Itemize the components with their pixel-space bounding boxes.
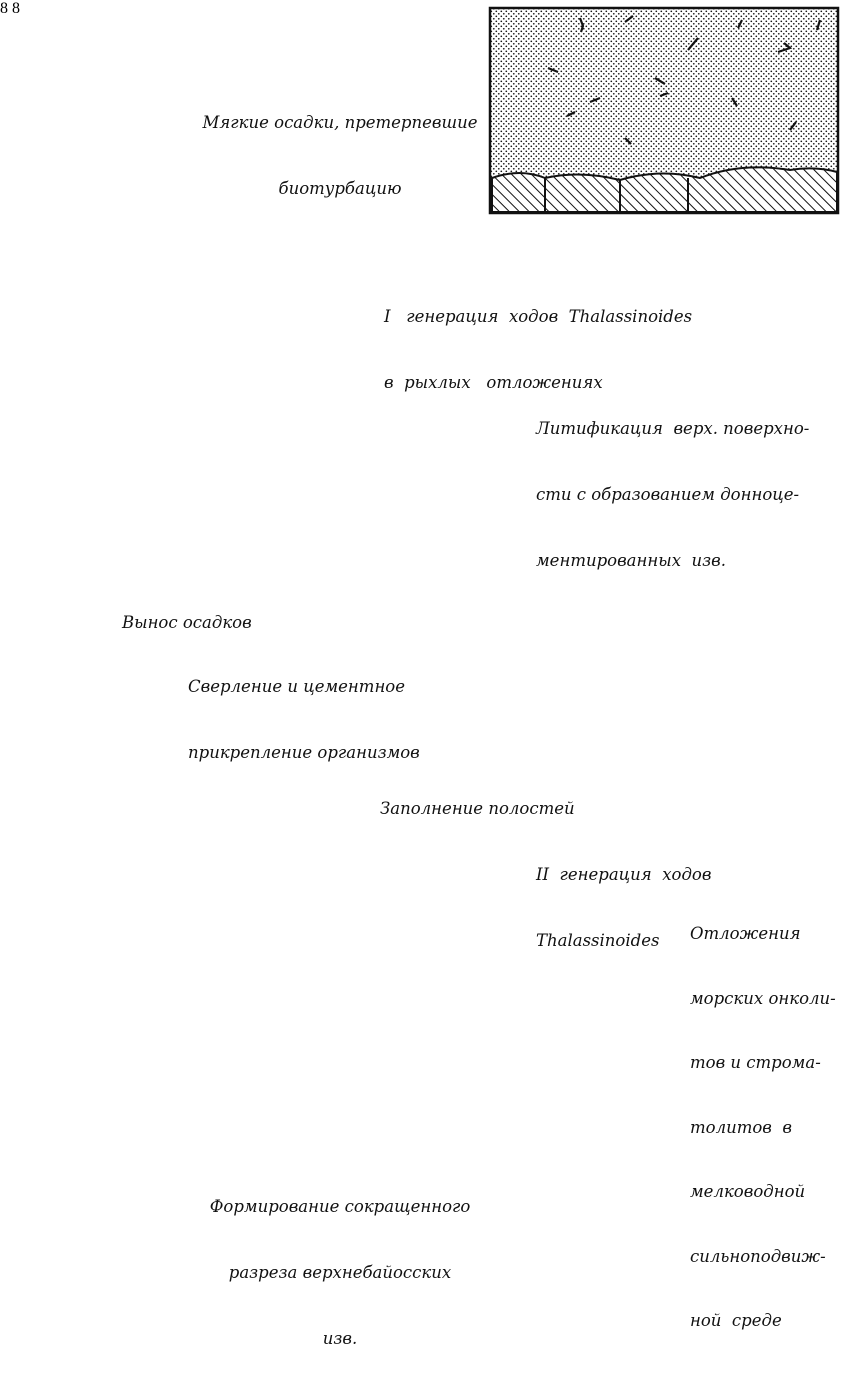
- stage-6-caption-line-1: Заполнение полостей: [380, 798, 630, 820]
- stage-5-caption-line-1: Сверление и цементное: [188, 676, 488, 698]
- stage-3-caption-line-2: сти с образованием донноце-: [536, 484, 836, 506]
- stage-8-caption-line-2: морских онколи-: [690, 988, 840, 1010]
- stage-1-caption: Мягкие осадки, претерпевшие биотурбацию: [190, 68, 490, 244]
- stage-8-caption-line-7: ной среде: [690, 1310, 840, 1332]
- stage-4-caption-line-1: Вынос осадков: [122, 612, 322, 634]
- stage-8-caption-line-4: толитов в: [690, 1117, 840, 1139]
- stage-2-caption-line-1: I генерация ходов Thalassinoides: [384, 306, 704, 328]
- stage-9-caption-line-1: Формирование сокращенного: [188, 1196, 492, 1218]
- stage-8-caption-line-1: Отложения: [690, 923, 840, 945]
- stage-3-caption: Литификация верх. поверхно- сти с образо…: [536, 374, 836, 616]
- stage-8-caption-line-5: мелководной: [690, 1181, 840, 1203]
- stage-1-caption-line-1: Мягкие осадки, претерпевшие: [190, 112, 490, 134]
- stage-9-caption-line-2: разреза верхнебайосских: [188, 1262, 492, 1284]
- stage-9-caption-line-3: изв.: [188, 1328, 492, 1350]
- stage-8-caption-line-6: сильноподвиж-: [690, 1246, 840, 1268]
- stage-1-block: [490, 8, 838, 213]
- stage-8-caption: Отложения морских онколи- тов и строма- …: [690, 880, 840, 1375]
- stage-9-caption: Формирование сокращенного разреза верхне…: [188, 1152, 492, 1394]
- stage-1-caption-line-2: биотурбацию: [190, 178, 490, 200]
- stage-8-caption-line-3: тов и строма-: [690, 1052, 840, 1074]
- stage-3-caption-line-1: Литификация верх. поверхно-: [536, 418, 836, 440]
- stage-3-caption-line-3: ментированных изв.: [536, 550, 836, 572]
